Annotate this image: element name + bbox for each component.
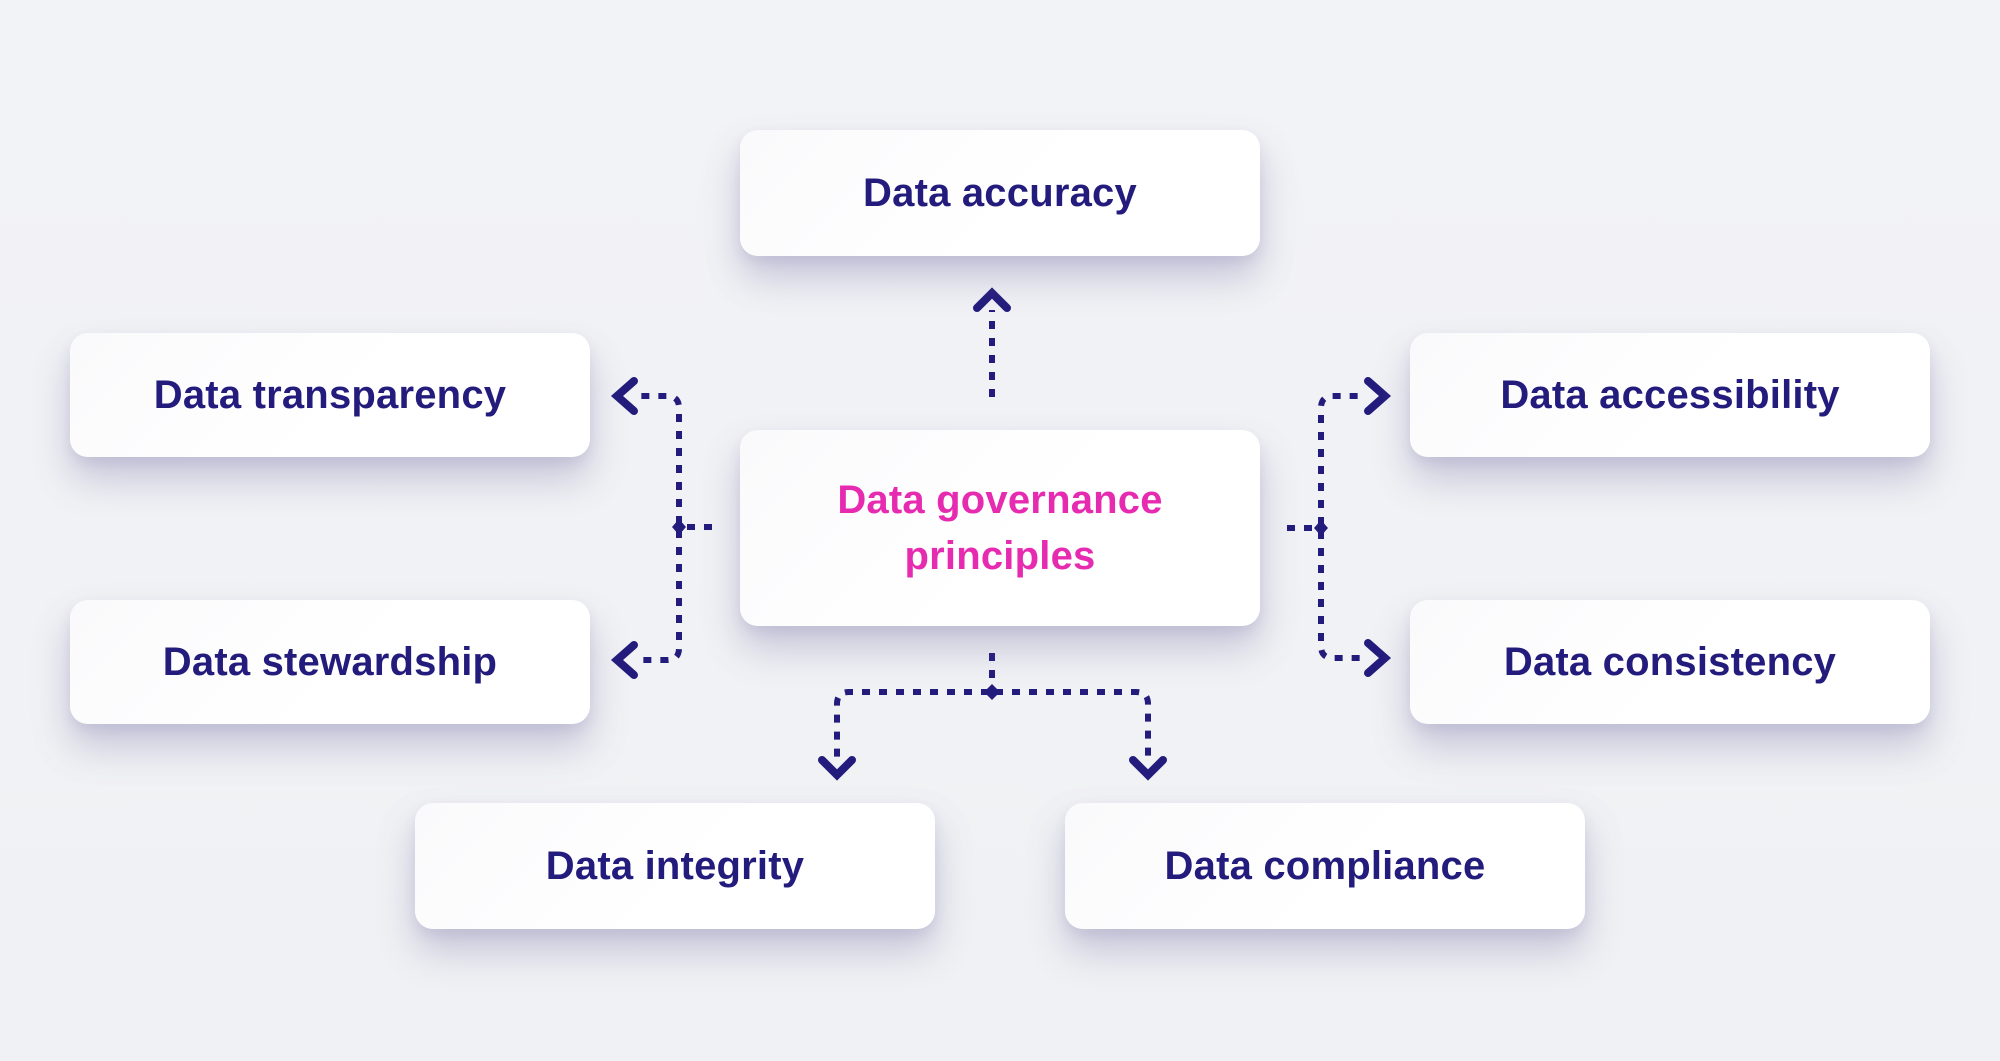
arrow-left-icon bbox=[610, 641, 638, 679]
node-data-accuracy: Data accuracy bbox=[740, 130, 1260, 256]
junction-dot bbox=[1314, 520, 1328, 536]
arrow-left-icon bbox=[610, 377, 638, 415]
node-data-transparency: Data transparency bbox=[70, 333, 590, 457]
arrow-right-icon bbox=[1364, 639, 1392, 677]
node-label: Data compliance bbox=[1164, 844, 1486, 888]
node-label: Data integrity bbox=[545, 844, 805, 888]
connector-to-accuracy bbox=[973, 287, 1011, 397]
junction-dot bbox=[984, 684, 1000, 700]
arrow-up-icon bbox=[973, 287, 1011, 312]
connector-to-left-nodes bbox=[610, 377, 712, 679]
connector-to-bottom-nodes bbox=[818, 653, 1167, 781]
arrow-right-icon bbox=[1364, 377, 1392, 415]
arrow-down-icon bbox=[818, 756, 856, 781]
node-data-consistency: Data consistency bbox=[1410, 600, 1930, 724]
node-label: Data accessibility bbox=[1500, 373, 1840, 417]
junction-dot bbox=[672, 519, 686, 535]
node-label: Data consistency bbox=[1503, 640, 1837, 684]
node-label: Data stewardship bbox=[162, 640, 498, 684]
node-data-accessibility: Data accessibility bbox=[1410, 333, 1930, 457]
node-data-integrity: Data integrity bbox=[415, 803, 935, 929]
node-data-compliance: Data compliance bbox=[1065, 803, 1585, 929]
node-data-governance-principles: Data governance principles bbox=[740, 430, 1260, 626]
connector-to-right-nodes bbox=[1287, 377, 1392, 677]
node-label: Data accuracy bbox=[863, 171, 1137, 215]
center-node-label: Data governance principles bbox=[837, 478, 1163, 578]
node-label: Data transparency bbox=[153, 373, 507, 417]
node-data-stewardship: Data stewardship bbox=[70, 600, 590, 724]
arrow-down-icon bbox=[1129, 756, 1167, 781]
